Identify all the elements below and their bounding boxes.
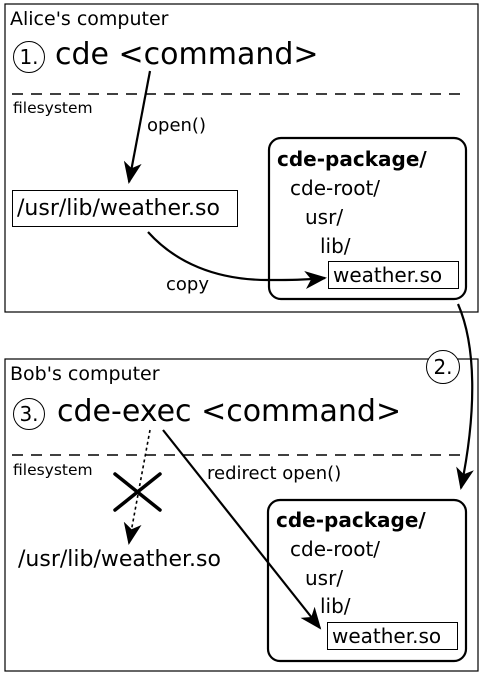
bob-computer-title: Bob's computer <box>10 363 160 385</box>
alice-filesystem-label: filesystem <box>13 99 93 117</box>
cross-icon <box>113 472 162 512</box>
alice-package-file: weather.so <box>333 263 443 287</box>
bob-step-badge: 3. <box>13 398 45 430</box>
alice-lib-path: /usr/lib/weather.so <box>17 196 220 221</box>
bob-computer-box <box>4 358 479 672</box>
alice-package-root: cde-root/ <box>290 176 381 200</box>
bob-package-file: weather.so <box>332 624 442 648</box>
bob-package-box <box>266 498 468 663</box>
alice-package-usr: usr/ <box>305 205 344 229</box>
bob-blocked-arrow <box>123 429 151 545</box>
alice-package-box <box>267 136 468 301</box>
alice-computer-title: Alice's computer <box>10 8 169 30</box>
bob-package-title: cde-package/ <box>276 508 426 532</box>
bob-package-file-box: weather.so <box>327 622 458 650</box>
alice-step-badge: 1. <box>13 41 45 73</box>
transfer-step-badge: 2. <box>426 350 460 384</box>
bob-command: cde-exec <command> <box>57 394 402 429</box>
bob-package-root: cde-root/ <box>290 537 381 561</box>
alice-lib-path-box: /usr/lib/weather.so <box>12 190 238 227</box>
alice-open-label: open() <box>147 115 206 136</box>
transfer-arrow <box>456 303 474 490</box>
alice-computer-box <box>4 3 479 313</box>
bob-package-usr: usr/ <box>305 566 344 590</box>
bob-package-lib: lib/ <box>320 594 351 618</box>
alice-package-file-box: weather.so <box>328 261 459 289</box>
bob-redirect-label: redirect open() <box>207 463 342 484</box>
bob-filesystem-label: filesystem <box>13 461 93 479</box>
alice-copy-arrow <box>147 231 327 289</box>
bob-redirect-arrow <box>162 429 322 630</box>
alice-command: cde <command> <box>55 37 319 72</box>
alice-open-arrow <box>123 70 152 184</box>
alice-copy-label: copy <box>166 274 209 295</box>
alice-package-title: cde-package/ <box>277 147 427 171</box>
bob-lib-path: /usr/lib/weather.so <box>18 547 221 572</box>
alice-package-lib: lib/ <box>320 234 351 258</box>
